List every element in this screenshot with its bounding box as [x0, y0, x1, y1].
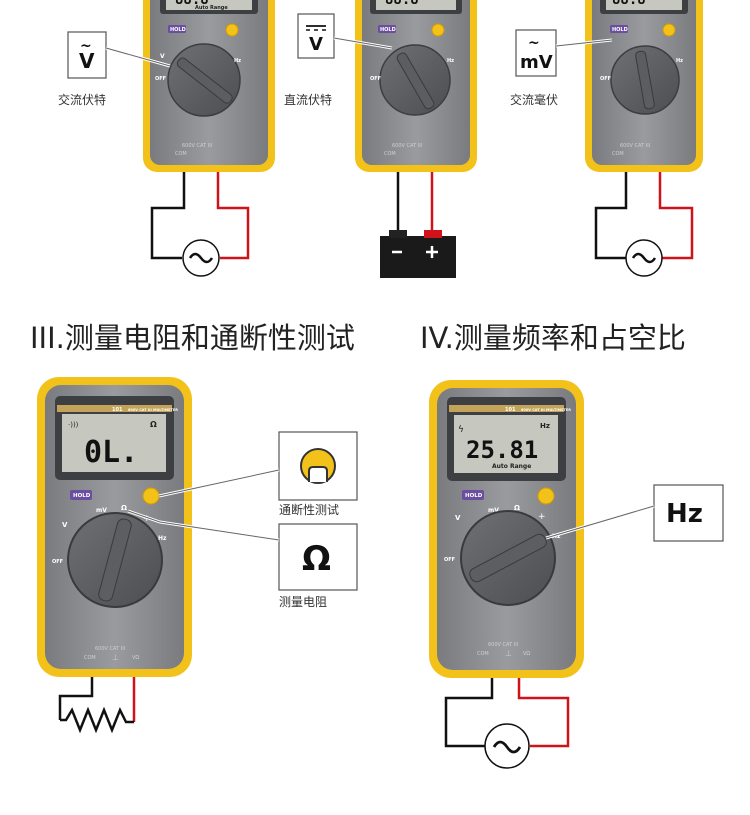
callout-dc-volts: V 直流伏特 — [284, 13, 393, 107]
svg-text:Ω: Ω — [302, 539, 331, 579]
svg-text:HOLD: HOLD — [170, 27, 186, 33]
lcd-reading-ohm: 0L. — [84, 435, 138, 470]
callout-hz: Hz — [545, 484, 724, 542]
callout-ac-millivolts: ~ mV 交流毫伏 — [510, 29, 613, 107]
svg-text:OFF: OFF — [155, 76, 166, 82]
hold-button[interactable] — [70, 490, 92, 500]
svg-text:Ω: Ω — [121, 504, 127, 512]
leads-ac-volts — [150, 172, 250, 277]
svg-text:ϟ: ϟ — [458, 425, 464, 435]
svg-text:mV: mV — [488, 507, 499, 514]
caption-ac-millivolts: 交流毫伏 — [510, 92, 558, 107]
model-number: 101 — [112, 407, 123, 413]
function-button[interactable] — [142, 487, 160, 505]
svg-text:88.8: 88.8 — [612, 0, 646, 8]
svg-text:Auto Range: Auto Range — [492, 463, 531, 470]
svg-text:Ω: Ω — [514, 504, 520, 512]
lcd-reading-hz: 25.81 — [466, 436, 538, 464]
svg-text:mV: mV — [520, 52, 553, 73]
svg-text:+: + — [538, 512, 546, 522]
svg-text:V: V — [62, 521, 68, 529]
svg-text:COM: COM — [384, 151, 396, 157]
section-title-resistance: III.测量电阻和通断性测试 — [30, 321, 355, 355]
svg-text:Hz: Hz — [234, 58, 241, 64]
caption-resistance: 测量电阻 — [279, 595, 327, 609]
svg-text:600V CAT III MULTIMETER: 600V CAT III MULTIMETER — [521, 408, 571, 412]
svg-text:HOLD: HOLD — [465, 493, 483, 499]
svg-text:HOLD: HOLD — [73, 493, 91, 499]
svg-text:⊥: ⊥ — [112, 653, 119, 662]
leads-resistance — [58, 677, 136, 734]
svg-text:600V CAT III: 600V CAT III — [488, 642, 518, 648]
svg-text:COM: COM — [612, 151, 624, 157]
caption-dc-volts: 直流伏特 — [284, 92, 332, 107]
svg-text:·))): ·))) — [68, 421, 79, 429]
svg-text:Hz: Hz — [666, 499, 703, 529]
svg-text:~: ~ — [528, 35, 540, 51]
caption-ac-volts: 交流伏特 — [58, 92, 106, 107]
svg-text:600V CAT III MULTIMETER: 600V CAT III MULTIMETER — [128, 408, 178, 412]
svg-text:600V CAT III: 600V CAT III — [392, 143, 422, 149]
svg-text:Hz: Hz — [158, 535, 167, 542]
svg-text:Hz: Hz — [447, 58, 454, 64]
meter-frequency: 101 600V CAT III MULTIMETER Hz ϟ 25.81 A… — [429, 380, 584, 678]
svg-text:VΩ: VΩ — [523, 651, 530, 657]
svg-text:OFF: OFF — [444, 557, 455, 563]
svg-text:mV: mV — [96, 507, 107, 514]
caption-continuity: 通断性测试 — [279, 502, 339, 517]
svg-text:Hz: Hz — [676, 58, 683, 64]
svg-text:HOLD: HOLD — [380, 27, 396, 33]
ohm-indicator: Ω — [150, 420, 157, 429]
svg-text:HOLD: HOLD — [612, 27, 628, 33]
svg-text:OFF: OFF — [52, 559, 63, 565]
svg-text:VΩ: VΩ — [132, 655, 139, 661]
svg-text:~: ~ — [80, 38, 92, 54]
svg-text:88.8: 88.8 — [385, 0, 419, 8]
svg-text:101: 101 — [505, 407, 516, 413]
svg-text:600V CAT III: 600V CAT III — [620, 143, 650, 149]
svg-text:OFF: OFF — [600, 76, 611, 82]
meter-resistance: 101 600V CAT III MULTIMETER Ω ·))) 0L. H… — [37, 377, 192, 677]
meter-ac-volts: 88.8 Auto Range HOLD V OFF Hz 600V CAT I… — [143, 0, 275, 172]
svg-text:COM: COM — [175, 151, 187, 157]
callout-ac-volts: ~ V 交流伏特 — [58, 31, 171, 107]
svg-text:⊥: ⊥ — [505, 649, 512, 658]
svg-text:OFF: OFF — [370, 76, 381, 82]
leads-dc-volts — [380, 172, 456, 278]
leads-frequency — [444, 678, 570, 769]
svg-text:Hz: Hz — [552, 533, 561, 540]
svg-text:V: V — [309, 34, 323, 55]
svg-text:Auto Range: Auto Range — [195, 5, 228, 11]
svg-text:88.8: 88.8 — [175, 0, 209, 8]
svg-text:600V CAT III: 600V CAT III — [182, 143, 212, 149]
svg-text:COM: COM — [477, 651, 489, 657]
meter-dc-volts: 88.8 HOLD OFF Hz 600V CAT III COM — [355, 0, 477, 172]
svg-text:V: V — [160, 53, 165, 60]
hz-indicator: Hz — [540, 422, 550, 430]
section-title-frequency: IV.测量频率和占空比 — [420, 321, 686, 355]
svg-text:COM: COM — [84, 655, 96, 661]
meter-ac-millivolts: 88.8 HOLD OFF Hz 600V CAT III COM — [585, 0, 703, 172]
svg-text:V: V — [79, 49, 95, 73]
callout-continuity: 通断性测试 — [158, 431, 358, 517]
svg-text:600V CAT III: 600V CAT III — [95, 646, 125, 652]
hold-button-2[interactable] — [462, 490, 484, 500]
svg-text:V: V — [455, 514, 461, 522]
function-button-2[interactable] — [537, 487, 555, 505]
callout-resistance: Ω 测量电阻 — [127, 509, 358, 609]
leads-ac-millivolts — [594, 172, 694, 277]
